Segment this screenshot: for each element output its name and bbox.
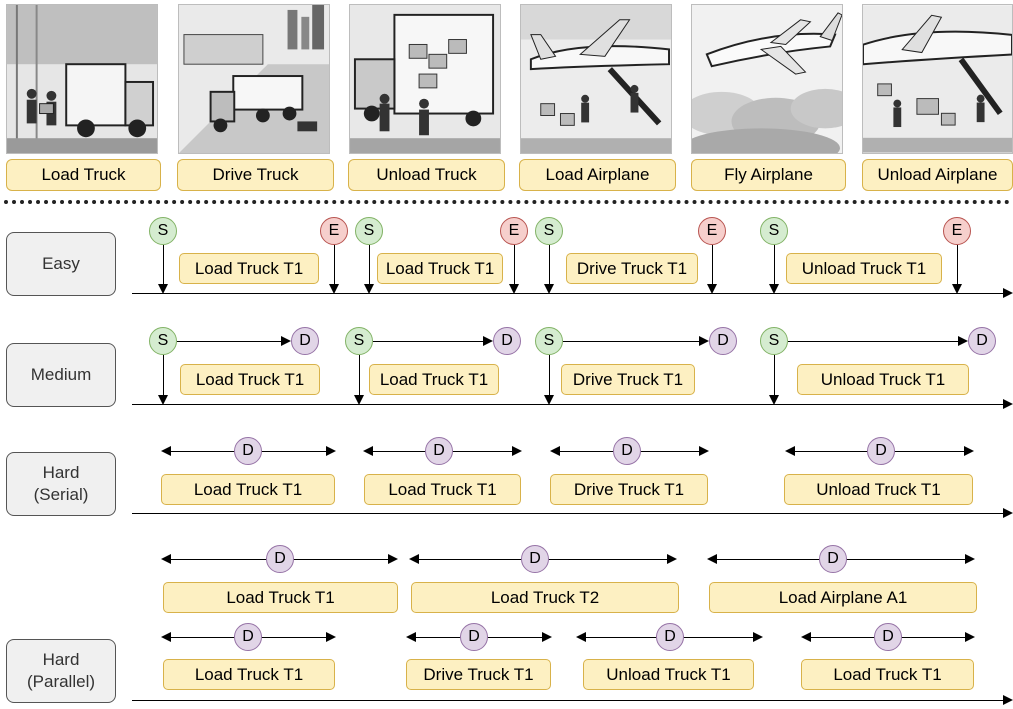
action-caption-load-truck: Load Truck: [6, 159, 161, 191]
easy-start-node-4: S: [760, 217, 788, 245]
medium-duration-arrow-1: [177, 336, 291, 346]
medium-task-4: Unload Truck T1: [797, 364, 969, 395]
airplane-loading-illustration: [520, 4, 672, 154]
hard-serial-duration-node-3: D: [613, 437, 641, 465]
hard-parallel-row2-duration-node-3: D: [656, 623, 684, 651]
medium-task-3: Drive Truck T1: [561, 364, 695, 395]
hard-parallel-row2-task-4: Load Truck T1: [801, 659, 974, 690]
action-caption-unload-truck: Unload Truck: [348, 159, 505, 191]
easy-start-arrow-4: [769, 245, 779, 294]
easy-end-node-4: E: [943, 217, 971, 245]
medium-timeline: [132, 399, 1013, 409]
easy-task-4: Unload Truck T1: [786, 253, 942, 284]
action-caption-fly-airplane: Fly Airplane: [691, 159, 846, 191]
medium-start-arrow-4: [769, 355, 779, 405]
hard-serial-duration-node-2: D: [425, 437, 453, 465]
hard-parallel-row2-task-2: Drive Truck T1: [406, 659, 551, 690]
hard-serial-task-2: Load Truck T1: [364, 474, 521, 505]
airplane-flying-illustration: [691, 4, 843, 154]
medium-duration-arrow-3: [563, 336, 709, 346]
level-hard-serial-label: Hard(Serial): [6, 452, 116, 516]
medium-task-1: Load Truck T1: [180, 364, 320, 395]
easy-end-node-2: E: [500, 217, 528, 245]
hard-parallel-row1-duration-node-1: D: [266, 545, 294, 573]
hard-parallel-timeline: [132, 695, 1013, 705]
hard-parallel-row1-task-2: Load Truck T2: [411, 582, 679, 613]
level-hard-parallel-text: Hard(Parallel): [26, 649, 96, 691]
easy-task-2: Load Truck T1: [377, 253, 503, 284]
medium-duration-arrow-2: [373, 336, 493, 346]
medium-start-arrow-2: [354, 355, 364, 405]
easy-end-node-3: E: [698, 217, 726, 245]
action-caption-load-airplane: Load Airplane: [519, 159, 676, 191]
medium-start-node-1: S: [149, 327, 177, 355]
level-medium-label: Medium: [6, 343, 116, 407]
medium-duration-node-3: D: [709, 327, 737, 355]
hard-parallel-row2-duration-node-1: D: [234, 623, 262, 651]
medium-start-node-4: S: [760, 327, 788, 355]
medium-start-arrow-1: [158, 355, 168, 405]
level-easy-label: Easy: [6, 232, 116, 296]
easy-task-1: Load Truck T1: [179, 253, 319, 284]
easy-start-node-3: S: [535, 217, 563, 245]
easy-start-node-2: S: [355, 217, 383, 245]
hard-serial-timeline: [132, 508, 1013, 518]
medium-task-2: Load Truck T1: [369, 364, 499, 395]
hard-serial-task-4: Unload Truck T1: [784, 474, 973, 505]
easy-timeline: [132, 288, 1013, 298]
hard-parallel-row1-task-3: Load Airplane A1: [709, 582, 977, 613]
hard-serial-duration-node-4: D: [867, 437, 895, 465]
medium-duration-node-4: D: [968, 327, 996, 355]
action-caption-drive-truck: Drive Truck: [177, 159, 334, 191]
medium-start-arrow-3: [544, 355, 554, 405]
truck-driving-illustration: [178, 4, 330, 154]
airplane-unloading-illustration: [862, 4, 1013, 154]
hard-parallel-row1-duration-node-2: D: [521, 545, 549, 573]
hard-parallel-row1-duration-node-3: D: [819, 545, 847, 573]
easy-task-3: Drive Truck T1: [566, 253, 698, 284]
easy-start-node-1: S: [149, 217, 177, 245]
medium-duration-arrow-4: [788, 336, 968, 346]
hard-serial-duration-node-1: D: [234, 437, 262, 465]
truck-unloading-illustration: [349, 4, 501, 154]
hard-parallel-row2-task-3: Unload Truck T1: [583, 659, 754, 690]
medium-start-node-3: S: [535, 327, 563, 355]
hard-parallel-row2-task-1: Load Truck T1: [163, 659, 335, 690]
action-caption-unload-airplane: Unload Airplane: [862, 159, 1013, 191]
section-divider: [4, 200, 1010, 204]
easy-start-arrow-1: [158, 245, 168, 294]
easy-end-arrow-2: [509, 245, 519, 294]
hard-serial-task-1: Load Truck T1: [161, 474, 335, 505]
level-hard-serial-text: Hard(Serial): [33, 462, 89, 504]
easy-end-node-1: E: [320, 217, 348, 245]
easy-end-arrow-3: [707, 245, 717, 294]
hard-parallel-row1-task-1: Load Truck T1: [163, 582, 398, 613]
hard-parallel-row2-duration-node-4: D: [874, 623, 902, 651]
medium-start-node-2: S: [345, 327, 373, 355]
hard-serial-task-3: Drive Truck T1: [550, 474, 708, 505]
truck-loading-illustration: [6, 4, 158, 154]
level-hard-parallel-label: Hard(Parallel): [6, 639, 116, 703]
easy-end-arrow-4: [952, 245, 962, 294]
hard-parallel-row2-duration-node-2: D: [460, 623, 488, 651]
easy-start-arrow-3: [544, 245, 554, 294]
easy-start-arrow-2: [364, 245, 374, 294]
easy-end-arrow-1: [329, 245, 339, 294]
medium-duration-node-1: D: [291, 327, 319, 355]
medium-duration-node-2: D: [493, 327, 521, 355]
